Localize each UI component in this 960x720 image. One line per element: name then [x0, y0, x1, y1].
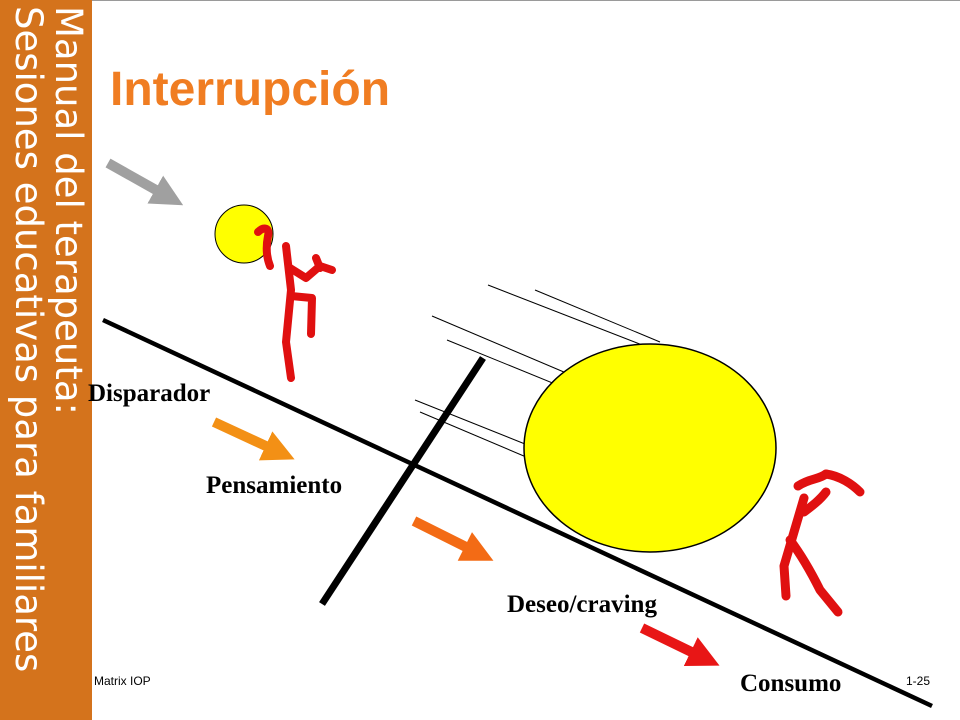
- slide-title: Interrupción: [110, 63, 391, 116]
- slope-line: [102, 317, 933, 709]
- big-ball: [523, 343, 777, 553]
- arrow-thought-to-craving: [411, 516, 494, 561]
- label-craving: Deseo/craving: [507, 591, 657, 618]
- running-figure-small: [254, 224, 336, 382]
- top-rule: [92, 0, 960, 1]
- gray-arrow: [105, 158, 184, 206]
- sidebar-band: Manual del terapeuta: Sesiones educativa…: [0, 0, 92, 720]
- label-thought: Pensamiento: [206, 472, 343, 499]
- footer-right: 1-25: [906, 674, 931, 688]
- interruption-bar: [319, 356, 486, 606]
- figure-large: [779, 469, 865, 617]
- small-ball: [214, 204, 274, 264]
- arrow-craving-to-use: [639, 623, 720, 667]
- footer-left: Matrix IOP: [94, 674, 151, 688]
- label-trigger: Disparador: [88, 380, 211, 407]
- label-use: Consumo: [740, 670, 842, 697]
- arrow-trigger-to-thought: [211, 417, 295, 461]
